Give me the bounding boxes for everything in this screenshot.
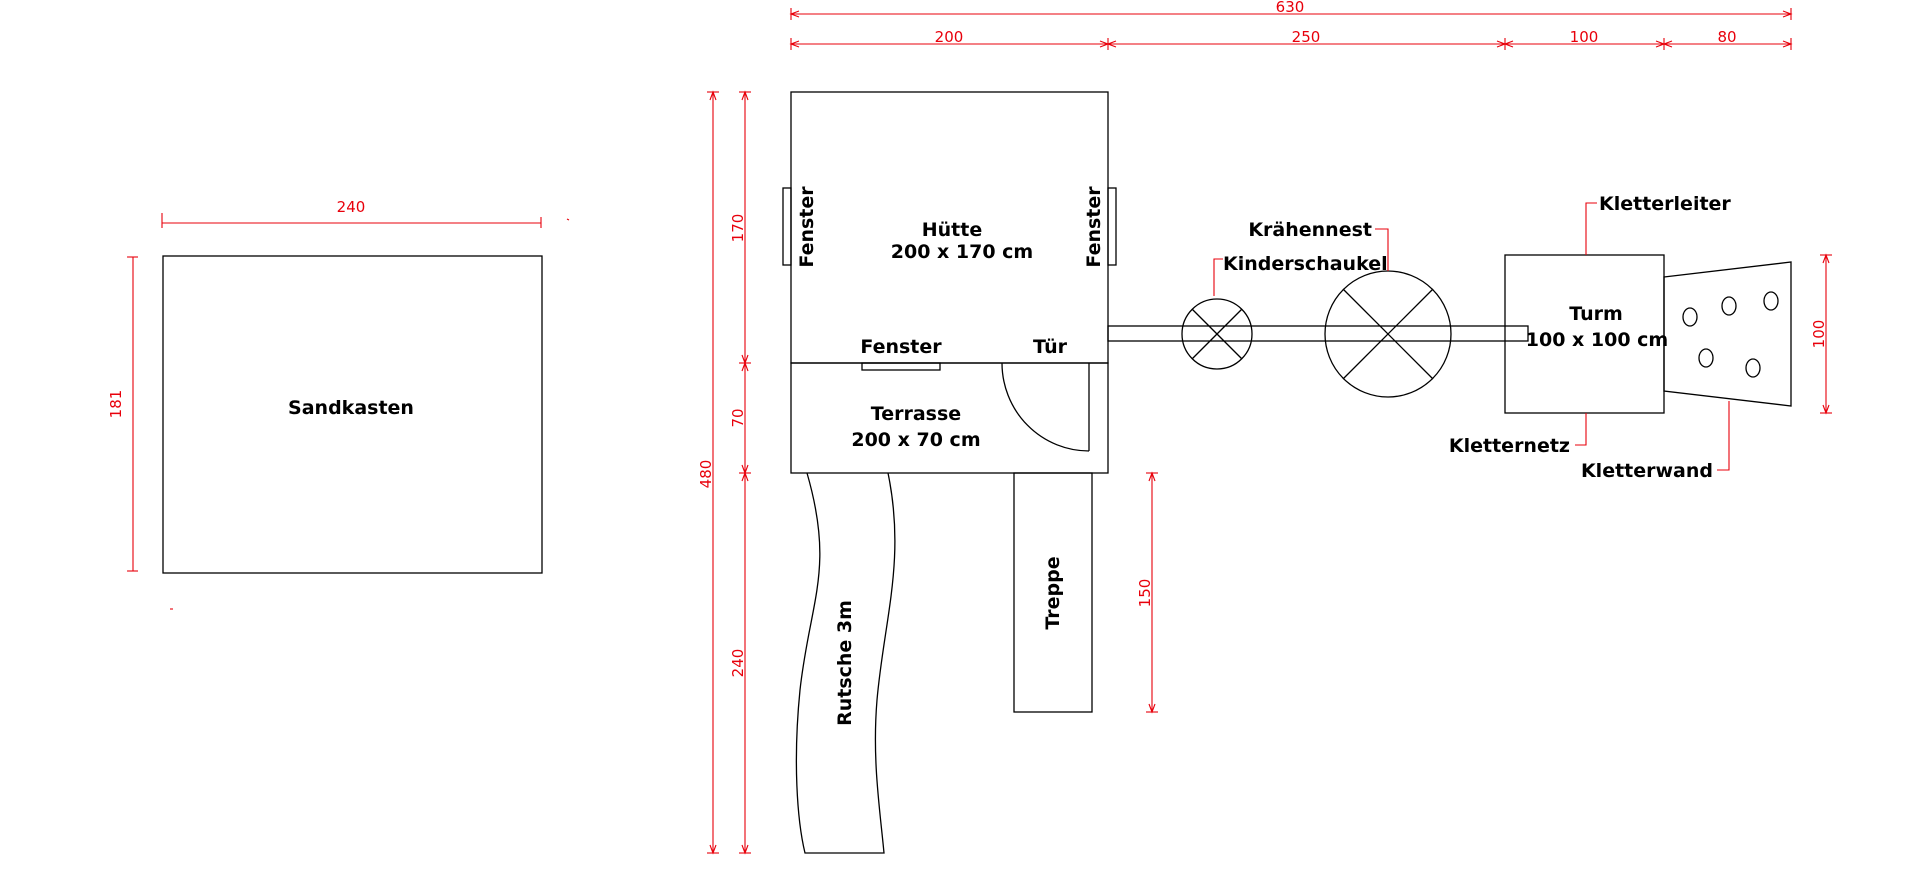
window-left-label: Fenster	[796, 186, 818, 268]
huette-name-label: Hütte	[922, 219, 982, 241]
turm-height-dimension: 100	[1810, 253, 1832, 415]
stray-mark-top	[566, 218, 570, 221]
stairs-height-value: 150	[1136, 579, 1154, 608]
sandbox-width-dimension: 240	[161, 198, 542, 228]
window-right-label: Fenster	[1083, 186, 1105, 268]
swing-beam	[1107, 325, 1529, 342]
window-left-frame	[782, 187, 792, 266]
window-right-frame	[1107, 187, 1117, 266]
kraehennest-label: Krähennest	[1248, 219, 1372, 241]
sandbox-label: Sandkasten	[288, 397, 414, 419]
total-height-value: 480	[697, 460, 715, 489]
door-swing-arc	[1001, 362, 1090, 452]
terrasse-name-label: Terrasse	[871, 403, 961, 425]
terrasse: Terrasse 200 x 70 cm	[790, 362, 1109, 474]
stairs-outline	[1013, 472, 1093, 713]
kinderschaukel-circle	[1181, 298, 1253, 370]
swing-beam-outline	[1107, 325, 1529, 342]
turm-width-value: 100	[1570, 28, 1599, 46]
rutsche-height-value: 240	[729, 649, 747, 678]
total-height-dimension: 480	[697, 90, 719, 855]
kletterwand-label: Kletterwand	[1581, 460, 1713, 482]
kinderschaukel-label: Kinderschaukel	[1223, 253, 1388, 275]
stairs-label: Treppe	[1042, 556, 1064, 629]
sandbox: Sandkasten	[162, 255, 543, 574]
kletterwand-outline	[1663, 261, 1792, 407]
turm-height-value: 100	[1810, 320, 1828, 349]
kraehennest: Krähennest	[1248, 219, 1452, 398]
bridge-width-value: 250	[1292, 28, 1321, 46]
slide: Rutsche 3m	[795, 472, 896, 854]
turm-size-label: 100 x 100 cm	[1526, 329, 1668, 351]
total-width-value: 630	[1276, 0, 1305, 16]
segment-width-dimensions: 200 250 100 80	[789, 28, 1793, 50]
kinderschaukel: Kinderschaukel	[1181, 253, 1388, 370]
terrasse-outline	[790, 362, 1109, 474]
huette-width-value: 200	[935, 28, 964, 46]
sandbox-outline	[162, 255, 543, 574]
stairs: Treppe	[1013, 472, 1093, 713]
slide-outline	[795, 472, 896, 854]
stairs-height-dimension: 150	[1136, 471, 1158, 714]
wall-width-value: 80	[1717, 28, 1736, 46]
terrasse-size-label: 200 x 70 cm	[851, 429, 980, 451]
terrasse-height-value: 70	[729, 408, 747, 427]
slide-label: Rutsche 3m	[834, 600, 856, 726]
huette: Hütte 200 x 170 cm Fenster Fenster Fenst…	[782, 91, 1117, 371]
segment-height-dimensions: 170 70 240	[729, 90, 751, 855]
total-width-dimension: 630	[789, 0, 1793, 20]
kletternetz-label: Kletternetz	[1449, 435, 1570, 457]
window-bottom-label: Fenster	[860, 336, 942, 358]
huette-size-label: 200 x 170 cm	[891, 241, 1033, 263]
sandbox-height-value: 181	[107, 390, 125, 419]
huette-height-value: 170	[729, 214, 747, 243]
sandbox-width-value: 240	[337, 198, 366, 216]
window-bottom-frame	[861, 362, 941, 371]
kletterleiter-label: Kletterleiter	[1599, 193, 1731, 215]
turm-name-label: Turm	[1569, 303, 1623, 325]
sandbox-height-dimension: 181	[107, 256, 138, 572]
door-label: Tür	[1033, 336, 1068, 358]
turm: Turm 100 x 100 cm Kletterleiter Klettern…	[1449, 193, 1732, 457]
kletterwand: Kletterwand	[1581, 261, 1792, 482]
